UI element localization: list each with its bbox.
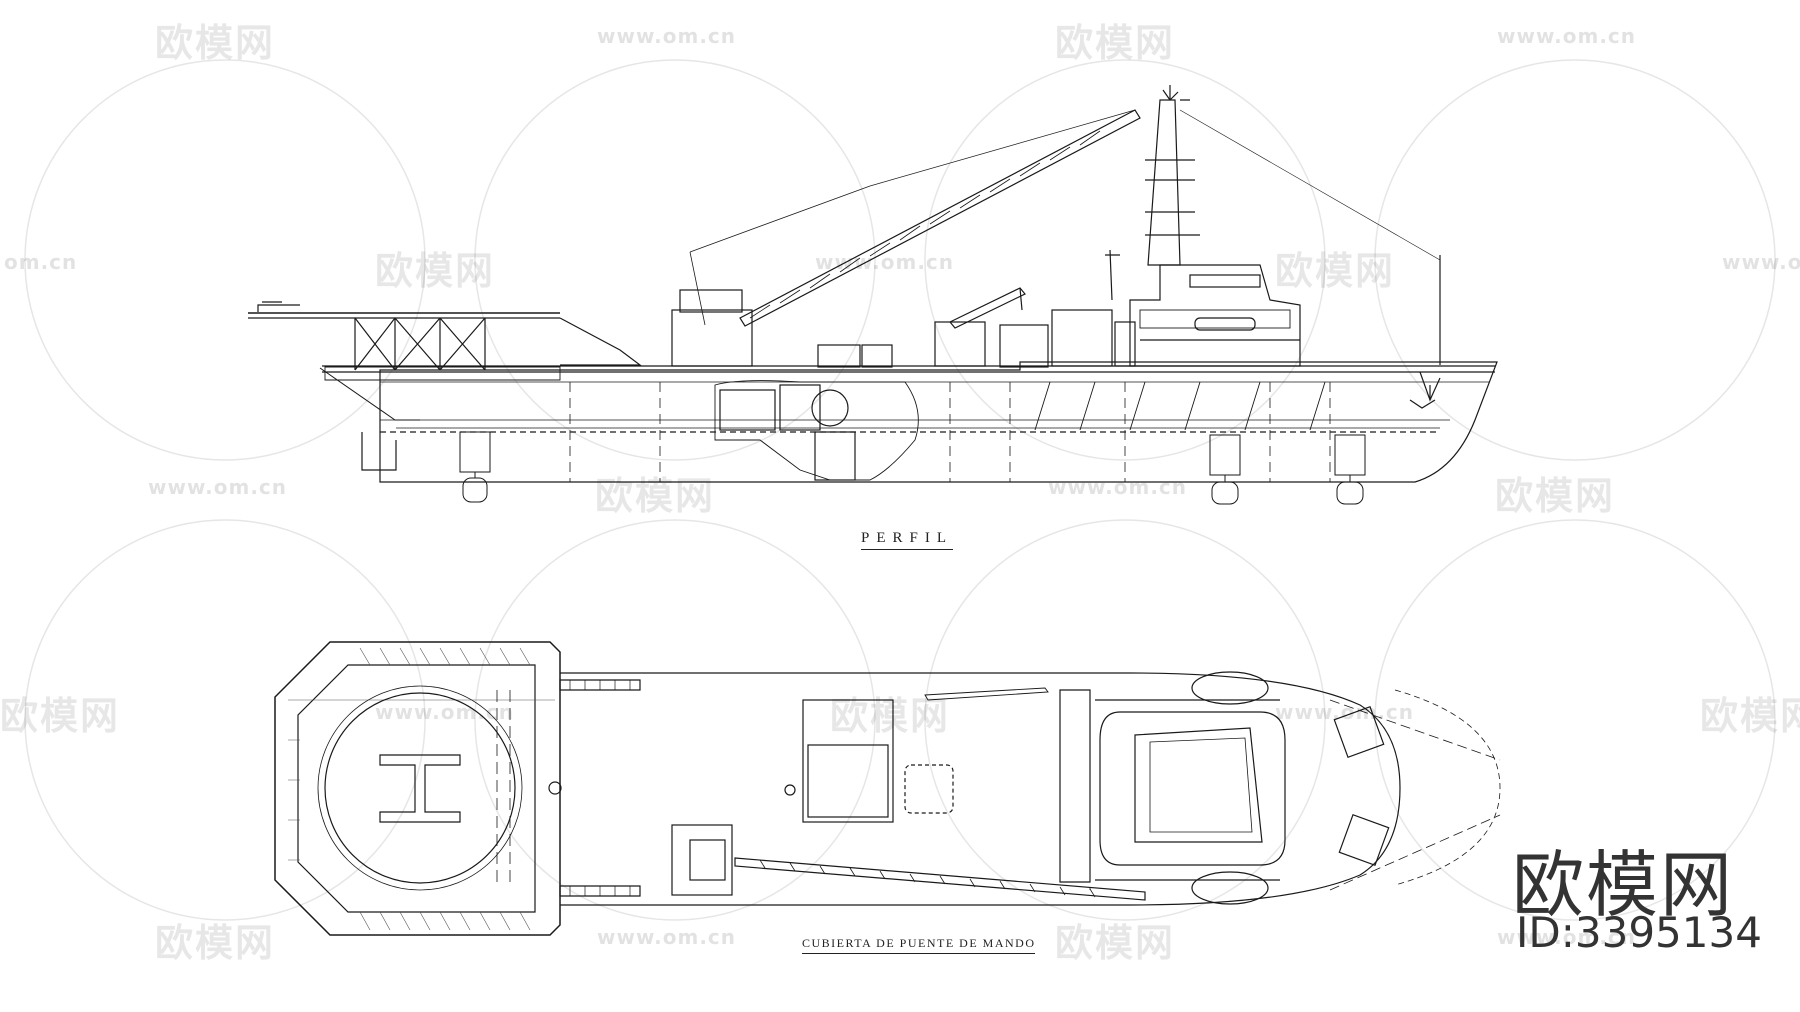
watermark-logo: 欧模网 <box>1055 921 1176 965</box>
watermark-url: www.om.cn <box>1497 925 1637 949</box>
plan-view <box>274 641 1501 936</box>
thruster-aft <box>459 431 491 503</box>
watermark-circles <box>24 59 1776 921</box>
thruster-fwd <box>1334 434 1366 505</box>
watermark-url: www.om.cn <box>1497 24 1637 48</box>
watermark-url: om.cn <box>4 250 78 274</box>
helipad-circle <box>324 692 516 884</box>
hull-outline <box>379 361 1498 483</box>
watermark-logo: 欧模网 <box>0 694 121 738</box>
main-mast <box>1147 99 1181 266</box>
profile-view <box>248 85 1498 505</box>
watermark-url: www.om.cn <box>1275 700 1415 724</box>
watermark-logo: 欧模网 <box>155 21 276 65</box>
profile-caption: PERFIL <box>861 530 954 550</box>
watermark-url: www.om.cn <box>597 925 737 949</box>
watermark-url: www.om.cn <box>597 24 737 48</box>
watermark-logo: 欧模网 <box>1055 21 1176 65</box>
superstructure <box>1129 264 1301 367</box>
watermark-logo: 欧模网 <box>830 694 951 738</box>
watermark-logo: 欧模网 <box>1700 694 1800 738</box>
main-crane-boom <box>739 109 1141 327</box>
watermark-logo: 欧模网 <box>1275 249 1396 293</box>
watermark-logo: 欧模网 <box>1495 474 1616 518</box>
deck-outline <box>560 672 1401 906</box>
deck-caption: CUBIERTA DE PUENTE DE MANDO <box>802 936 1036 954</box>
plan-crane-boom <box>734 857 1146 901</box>
helipad-h <box>379 754 461 823</box>
watermark-url: www.om.cn <box>815 250 955 274</box>
watermark-logo: 欧模网 <box>375 249 496 293</box>
watermark-url: www.om.cn <box>1722 250 1800 274</box>
watermark-url: www.om.cn <box>1048 475 1188 499</box>
model-id-label: ID:3395134 <box>1516 908 1762 957</box>
bridge-outline <box>1099 711 1286 866</box>
helideck <box>274 641 561 936</box>
watermark-url: www.om.cn <box>375 700 515 724</box>
watermark-url: www.om.cn <box>148 475 288 499</box>
watermark-logo: 欧模网 <box>155 921 276 965</box>
thruster-mid <box>1209 434 1241 505</box>
watermark-logo: 欧模网 <box>595 474 716 518</box>
brand-logo-text: 欧模网 <box>1512 843 1735 927</box>
